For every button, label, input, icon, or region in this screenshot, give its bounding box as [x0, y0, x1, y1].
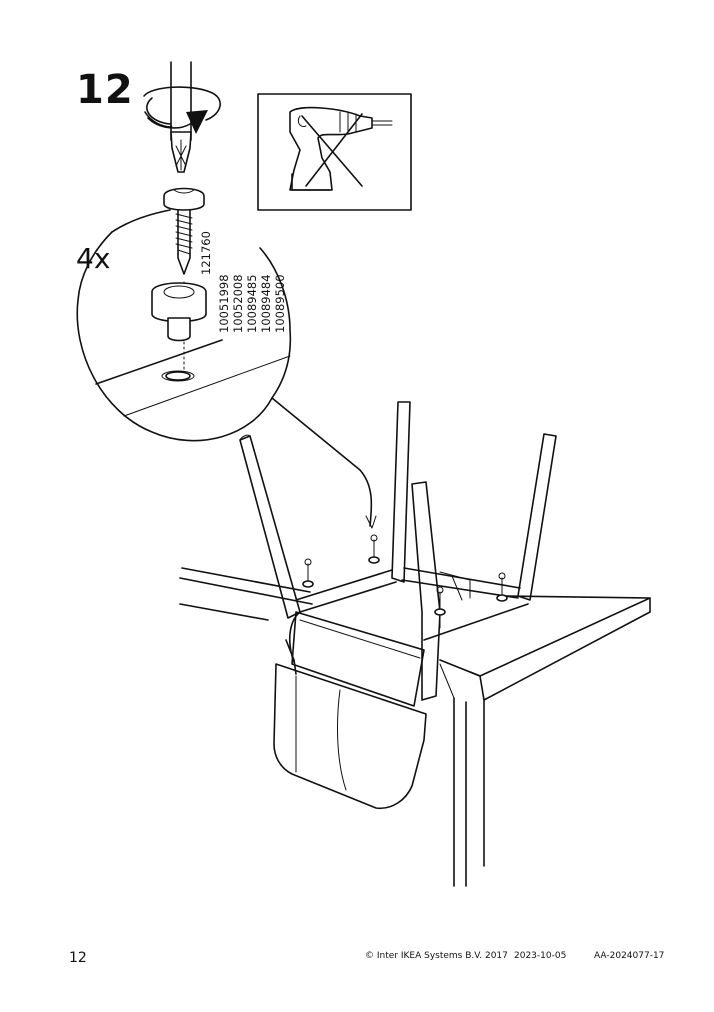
screw-icon — [163, 187, 205, 275]
quantity-label: 4x — [76, 242, 111, 275]
screwdriver-icon — [170, 61, 192, 173]
document-date: 2023-10-05 — [514, 951, 567, 961]
insert-icon — [151, 282, 207, 342]
no-power-drill-icon — [257, 93, 412, 211]
insert-article-number: 10052008 — [231, 274, 245, 333]
document-id: AA-2024077-17 — [594, 951, 665, 961]
page-number: 12 — [69, 950, 87, 966]
detail-callout — [76, 209, 377, 529]
screw-article-number: 121760 — [199, 231, 213, 275]
insert-article-number: 10089500 — [273, 274, 287, 333]
insert-article-number: 10051998 — [217, 274, 231, 333]
table-icon — [179, 567, 651, 887]
copyright-text: © Inter IKEA Systems B.V. 2017 — [365, 951, 508, 961]
insert-article-number: 10089484 — [259, 274, 273, 333]
chair-icon — [239, 401, 557, 810]
step-number: 12 — [76, 67, 134, 113]
rotation-arrow-icon — [143, 86, 221, 134]
insert-article-number: 10089485 — [245, 274, 259, 333]
